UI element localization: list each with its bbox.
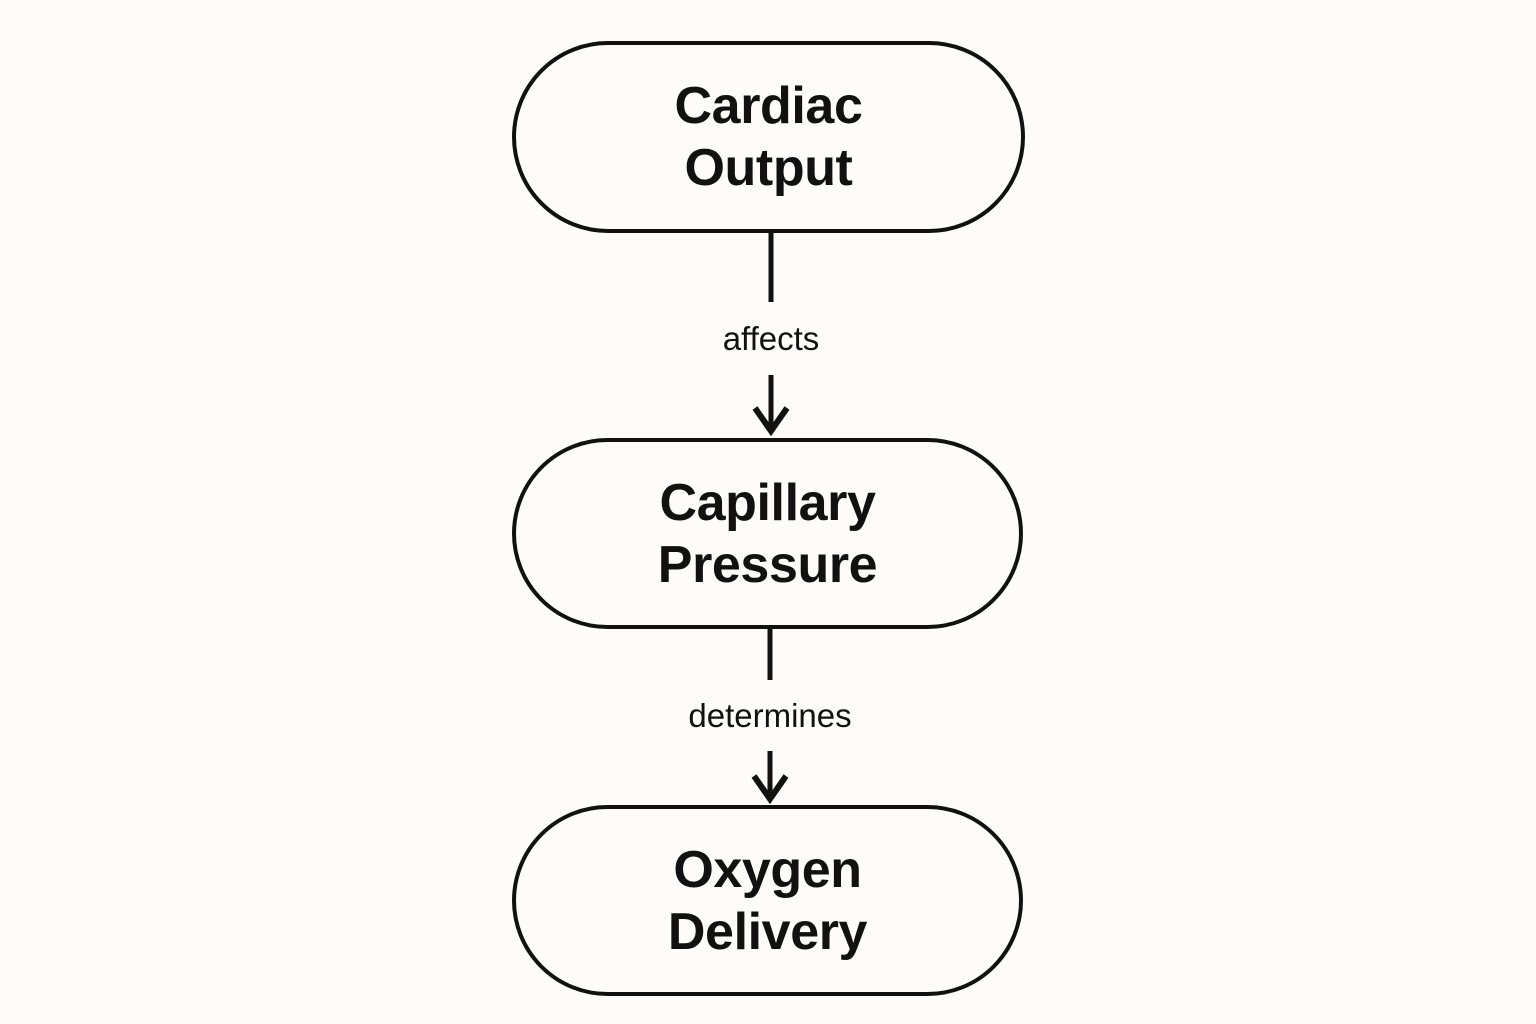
node-cardiac-output[interactable]: Cardiac Output xyxy=(512,41,1025,233)
edge-1-arrowhead-icon xyxy=(752,406,790,437)
edge-label-affects: affects xyxy=(712,320,830,358)
node-oxygen-delivery-label: Oxygen Delivery xyxy=(667,840,868,961)
node-capillary-pressure-label: Capillary Pressure xyxy=(657,473,878,594)
edge-2-arrowhead-icon xyxy=(751,774,789,805)
node-cardiac-output-label: Cardiac Output xyxy=(674,77,863,197)
node-capillary-pressure[interactable]: Capillary Pressure xyxy=(512,438,1023,629)
node-oxygen-delivery[interactable]: Oxygen Delivery xyxy=(512,805,1023,996)
edge-cardiac-output-to-capillary-pressure xyxy=(752,233,790,437)
edge-label-determines: determines xyxy=(678,697,862,735)
edge-capillary-pressure-to-oxygen-delivery xyxy=(751,629,789,805)
